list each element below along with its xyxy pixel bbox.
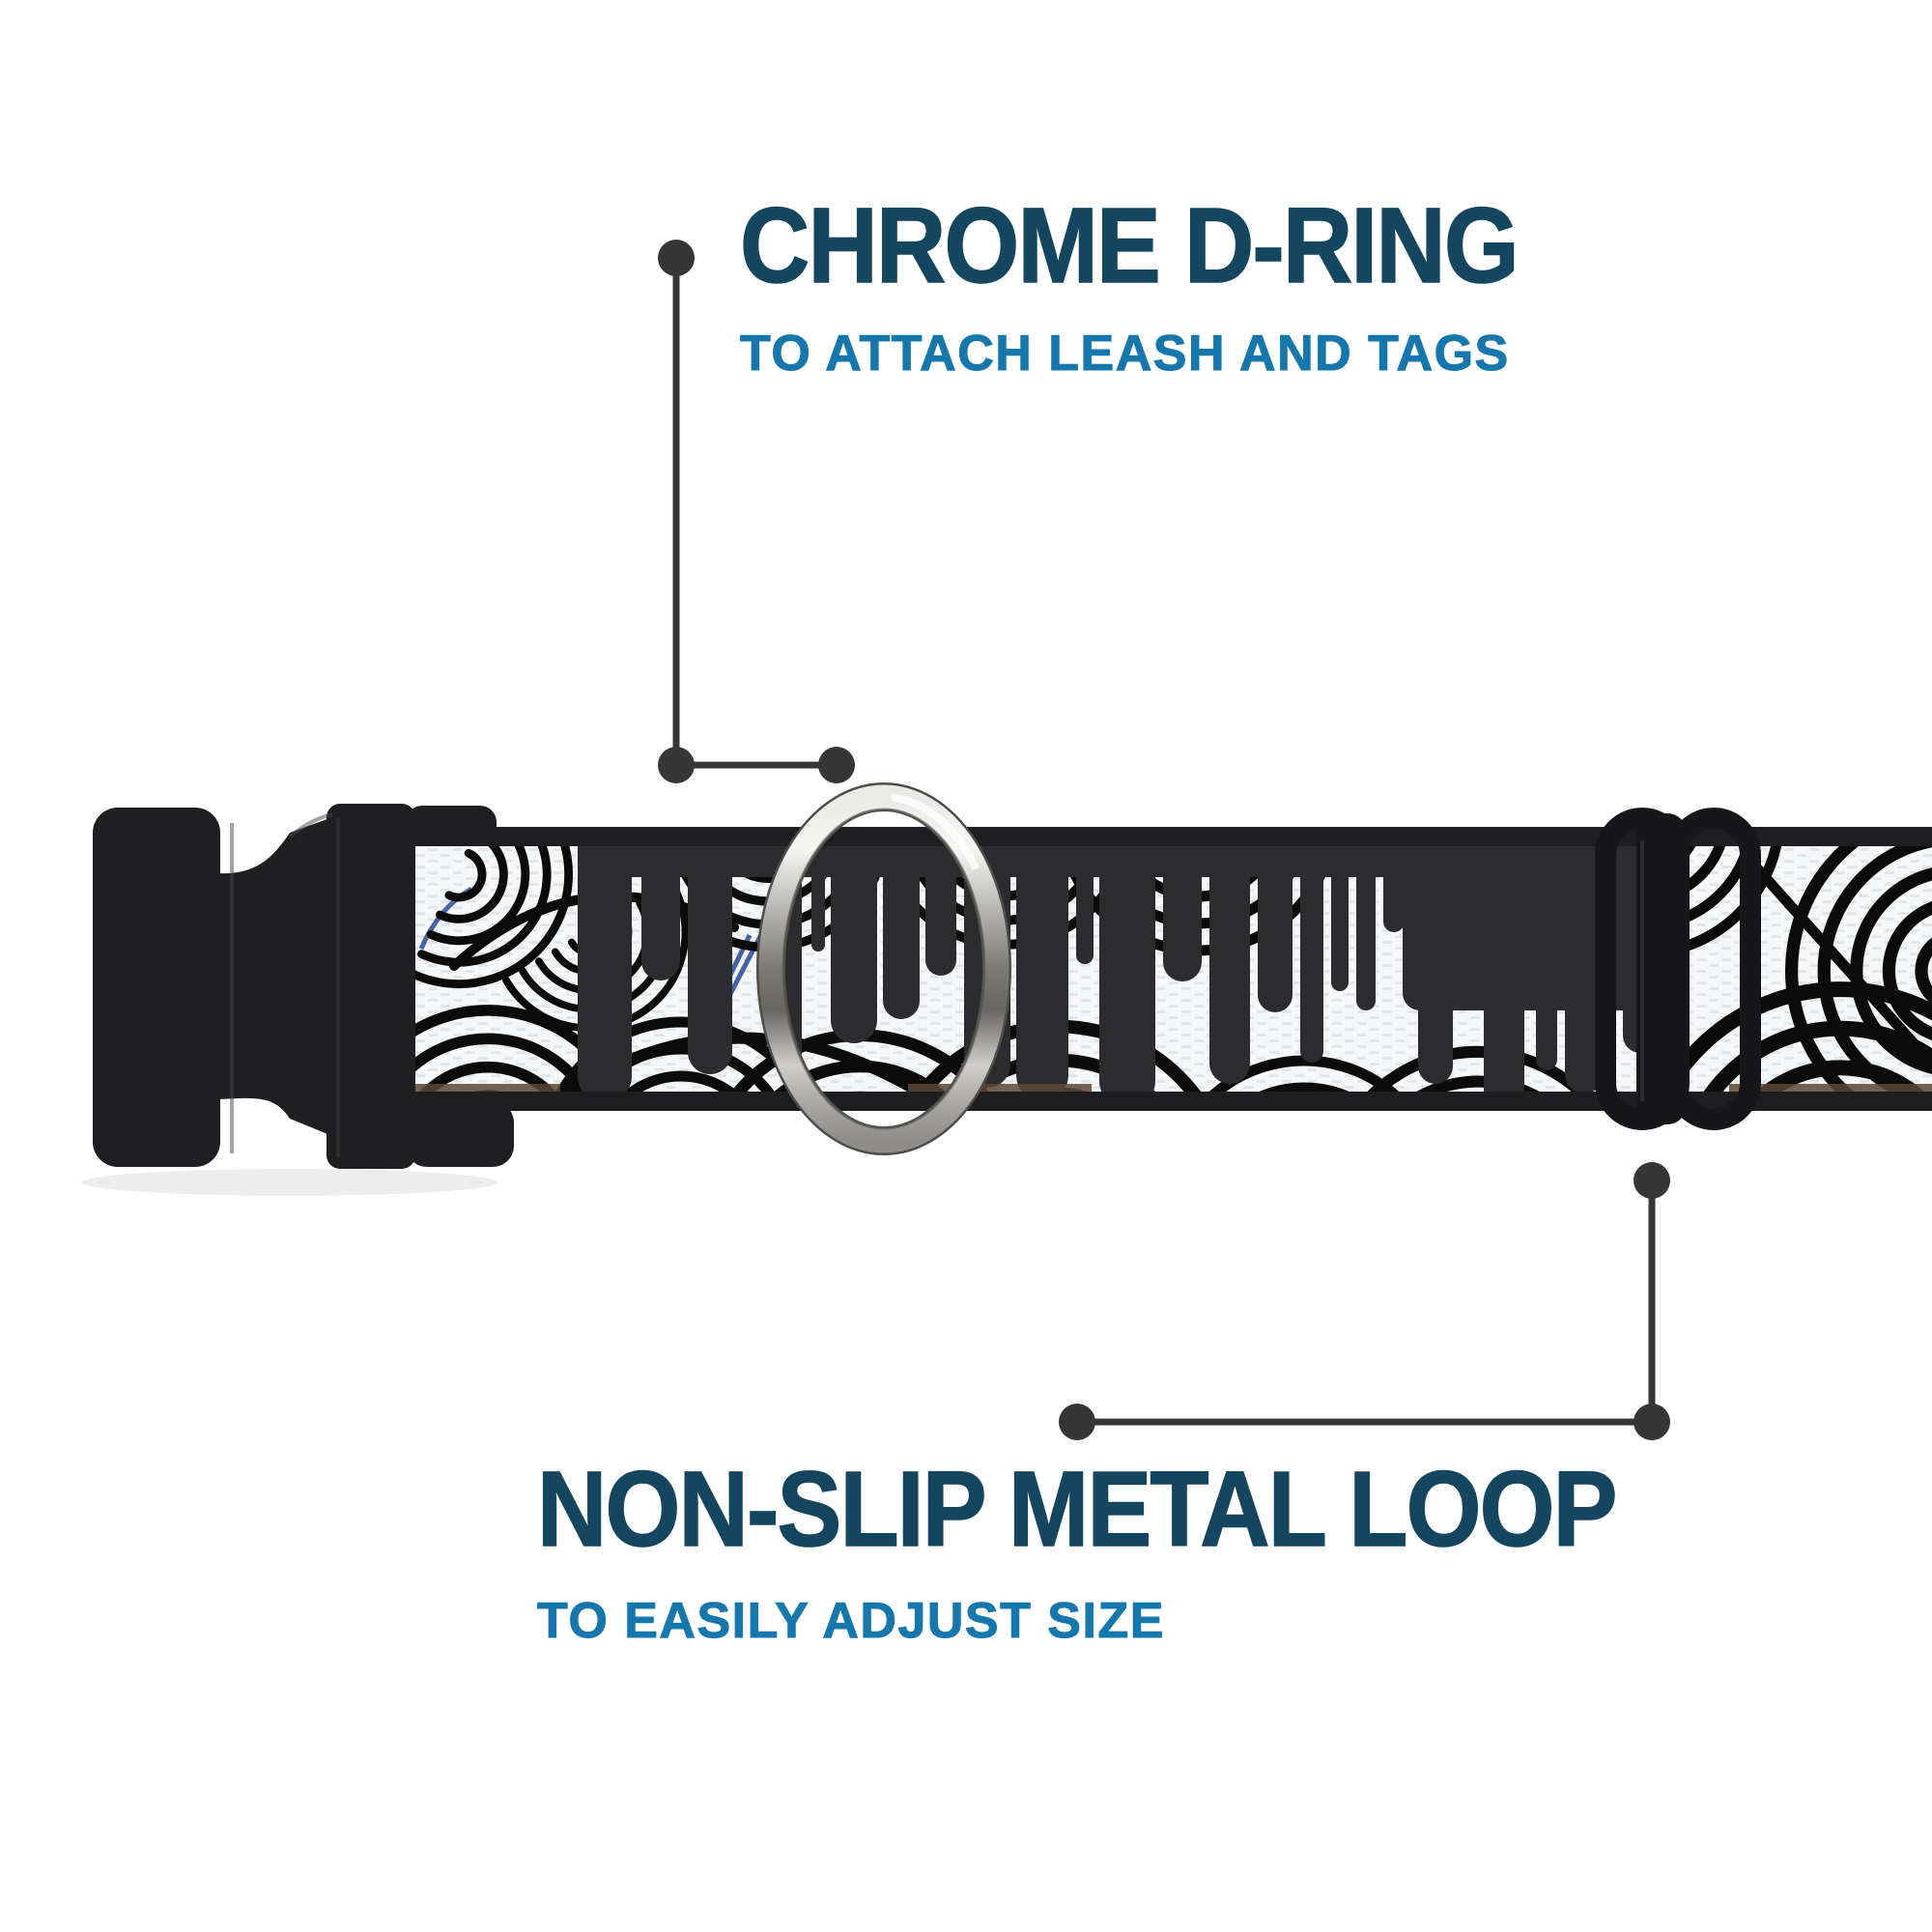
callout-metal-loop: NON-SLIP METAL LOOP TO EASILY ADJUST SIZ… <box>536 1450 1722 1649</box>
buckle-body <box>327 804 415 1169</box>
buckle-bottom-arm <box>406 1101 514 1167</box>
buckle-top-arm <box>406 806 497 842</box>
leader-dots-slider <box>1059 1162 1670 1440</box>
callout-metal-loop-title-text: NON-SLIP METAL LOOP <box>536 1450 1618 1569</box>
webbing-edges <box>404 827 1932 1111</box>
metal-slider-loop <box>1595 808 1761 1130</box>
leader-dot <box>658 240 695 276</box>
slider-center-bar <box>1636 813 1687 1124</box>
leader-line-slider <box>1077 1180 1656 1426</box>
callout-d-ring-title-text: CHROME D-RING <box>739 186 1520 305</box>
callout-d-ring-title: CHROME D-RING <box>739 186 1595 305</box>
leader-line-d-ring <box>672 261 837 769</box>
callout-d-ring: CHROME D-RING TO ATTACH LEASH AND TAGS <box>739 186 1595 382</box>
leader-dot <box>658 747 695 783</box>
chrome-d-ring <box>756 782 1011 1155</box>
leader-dots-d-ring <box>658 240 855 783</box>
buckle-shadow <box>82 1169 497 1196</box>
leader-dot <box>1059 1404 1095 1440</box>
buckle-highlights <box>230 812 340 1157</box>
buckle-left-cap <box>93 808 220 1167</box>
buckle-neck <box>218 817 332 1136</box>
leader-dot <box>1634 1404 1670 1440</box>
leader-dot <box>818 747 855 783</box>
callout-metal-loop-subtitle-text: TO EASILY ADJUST SIZE <box>537 1593 1165 1649</box>
callout-metal-loop-subtitle: TO EASILY ADJUST SIZE <box>537 1593 1722 1649</box>
plastic-buckle <box>82 804 514 1196</box>
callout-d-ring-subtitle: TO ATTACH LEASH AND TAGS <box>740 326 1595 382</box>
callout-metal-loop-title: NON-SLIP METAL LOOP <box>536 1450 1722 1569</box>
leader-dot <box>1634 1162 1670 1199</box>
callout-d-ring-subtitle-text: TO ATTACH LEASH AND TAGS <box>740 326 1510 382</box>
